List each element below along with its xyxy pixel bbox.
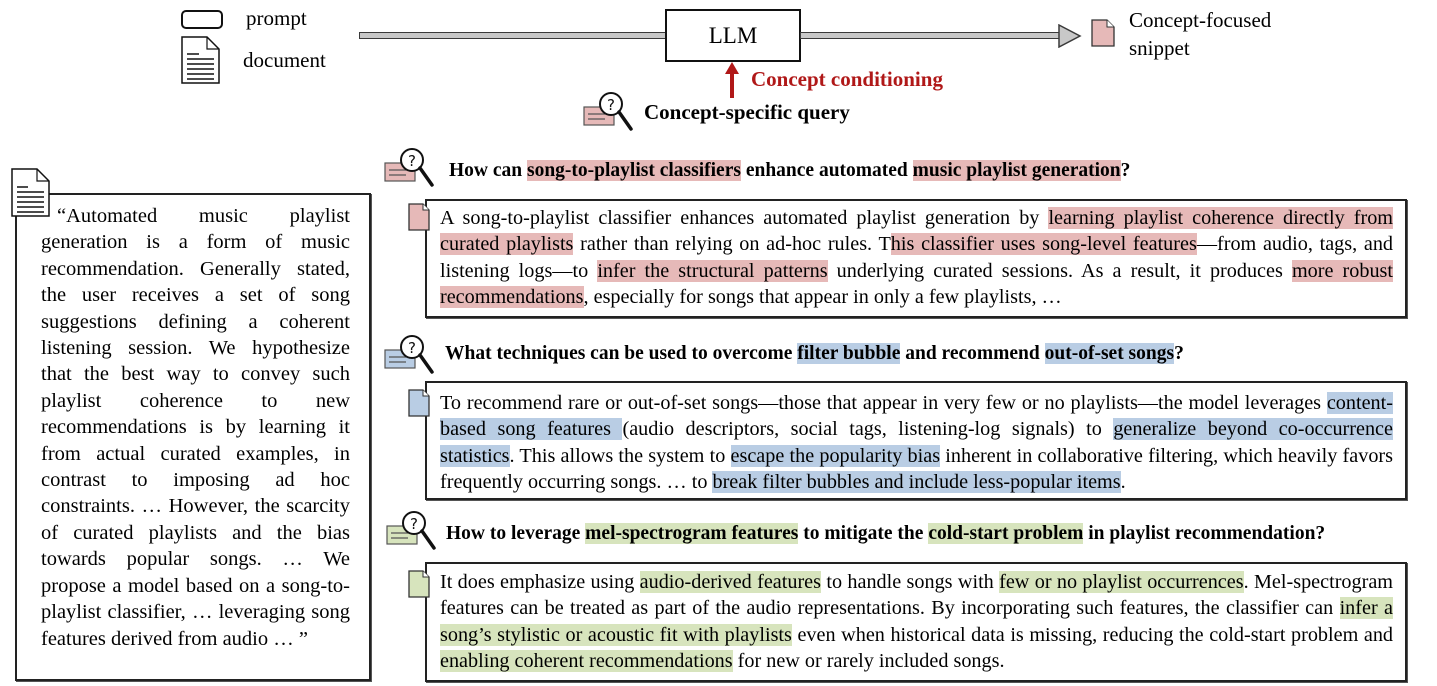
llm-label: LLM: [708, 22, 758, 48]
svg-text:?: ?: [607, 96, 615, 114]
answer-1-text: A song-to-playlist classifier enhances a…: [440, 205, 1393, 310]
legend-prompt-label: prompt: [246, 6, 307, 30]
answer-2-snippet-icon: [408, 389, 430, 417]
svg-text:?: ?: [408, 152, 416, 170]
text-segment: , especially for songs that appear in on…: [583, 285, 1062, 308]
source-document-icon: [11, 168, 50, 217]
text-segment: rather than relying on ad-hoc rules. T: [573, 233, 891, 256]
text-segment: It does emphasize using: [440, 571, 640, 593]
answer-3-snippet-icon: [408, 570, 430, 598]
svg-text:?: ?: [408, 339, 416, 357]
text-segment: .: [1120, 470, 1126, 493]
answer-2-text: To recommend rare or out-of-set songs—th…: [440, 390, 1393, 495]
text-segment: To recommend rare or out-of-set songs—th…: [440, 392, 1327, 414]
text-segment: A song-to-playlist classifier enhances a…: [440, 207, 1049, 229]
highlighted-concept: break filter bubbles and include less-po…: [712, 470, 1121, 493]
text-segment: and recommend: [900, 343, 1045, 364]
answer-3-text: It does emphasize using audio-derived fe…: [440, 569, 1393, 674]
highlighted-concept: song-to-playlist classifiers: [527, 160, 741, 181]
text-segment: What techniques can be used to overcome: [445, 343, 798, 364]
text-segment: . This allows the system to: [509, 444, 731, 467]
output-label-line1: Concept-focused: [1129, 8, 1272, 32]
highlighted-concept: escape the popularity bias: [730, 444, 941, 467]
highlighted-concept: mel-spectrogram features: [585, 523, 799, 544]
source-document-text: “Automated music playlist generation is …: [41, 205, 350, 650]
query-1-question: How can song-to-playlist classifiers enh…: [449, 160, 1130, 182]
highlighted-concept: enabling coherent recommendations: [440, 649, 733, 672]
text-segment: in playlist recommendation?: [1083, 523, 1326, 544]
text-segment: for new or rarely included songs.: [732, 649, 1005, 672]
svg-text:?: ?: [410, 515, 418, 533]
highlighted-concept: his classifier uses song-level features: [890, 233, 1197, 256]
query-label: Concept-specific query: [644, 100, 850, 124]
answer-1-box: [425, 199, 1407, 318]
query-3-question: How to leverage mel-spectrogram features…: [446, 523, 1325, 545]
text-segment: How can: [449, 160, 527, 181]
text-segment: How to leverage: [446, 523, 586, 544]
highlighted-concept: filter bubble: [797, 343, 901, 364]
legend-document-label: document: [243, 48, 326, 72]
text-segment: to mitigate the: [798, 523, 929, 544]
text-segment: enhance automated: [740, 160, 913, 181]
output-label: Concept-focused snippet: [1129, 6, 1271, 62]
highlighted-concept: cold-start problem: [928, 523, 1084, 544]
query-search-icon: ?: [583, 92, 633, 131]
highlighted-concept: infer the structural patterns: [597, 259, 828, 282]
conditioning-label: Concept conditioning: [751, 67, 943, 91]
query-1-search-icon: ?: [384, 148, 434, 187]
output-arrow-head: [1058, 24, 1082, 48]
text-segment: ?: [1174, 343, 1184, 364]
document-icon: [181, 36, 220, 84]
conditioning-arrow-icon: [725, 62, 739, 98]
highlighted-concept: music playlist generation: [912, 160, 1121, 181]
highlighted-concept: audio-derived features: [639, 571, 821, 593]
query-2-search-icon: ?: [384, 335, 434, 374]
answer-2-box: [425, 381, 1407, 500]
source-document-box: [15, 193, 371, 681]
llm-box: LLM: [665, 9, 801, 62]
text-segment: inherent in collaborative filtering, whi…: [440, 444, 1393, 493]
answer-1-snippet-icon: [408, 203, 430, 231]
text-segment: underlying curated sessions. As a result…: [827, 259, 1292, 282]
output-arrow-shaft: [800, 32, 1064, 39]
prompt-icon: [181, 10, 223, 29]
text-segment: to handle songs with: [821, 571, 1000, 593]
text-segment: . Mel-spectrogram features can be treate…: [440, 571, 1393, 620]
text-segment: ?: [1120, 160, 1131, 181]
query-2-question: What techniques can be used to overcome …: [445, 343, 1184, 365]
answer-3-box: [425, 562, 1407, 682]
text-segment: even when historical data is missing, re…: [791, 623, 1394, 646]
query-3-search-icon: ?: [386, 511, 436, 550]
snippet-icon: [1091, 19, 1115, 47]
output-label-line2: snippet: [1129, 36, 1190, 60]
text-segment: (audio descriptors, social tags, listeni…: [622, 418, 1114, 441]
highlighted-concept: out-of-set songs: [1044, 343, 1175, 364]
highlighted-concept: few or no playlist occurrences: [999, 571, 1244, 593]
text-segment: —from audio, tags, and listening logs—to: [440, 233, 1394, 282]
input-arrow-shaft: [359, 32, 667, 39]
